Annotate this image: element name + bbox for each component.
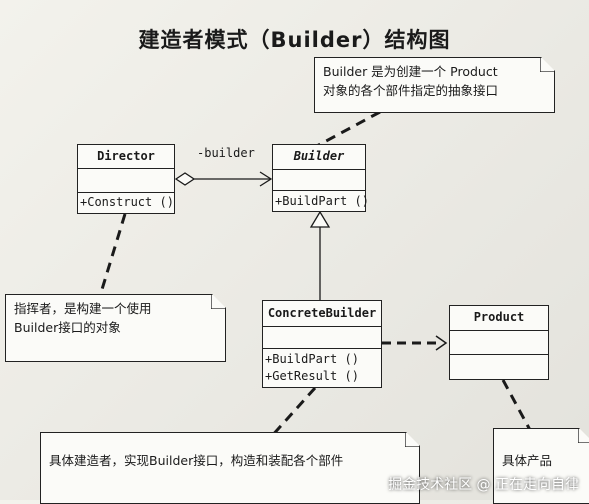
director-attributes (78, 169, 174, 193)
product-class-name: Product (450, 306, 548, 331)
builder-attributes (273, 170, 365, 191)
builder-note-anchor (314, 110, 381, 149)
product-class: Product (449, 305, 549, 380)
product-attributes (450, 331, 548, 355)
director-note-line1: 指挥者，是构建一个使用 (14, 301, 152, 316)
product-note-anchor (501, 379, 532, 431)
builder-note-line2: 对象的各个部件指定的抽象接口 (323, 83, 499, 98)
concrete-builder-class: ConcreteBuilder +BuildPart () +GetResult… (262, 300, 382, 388)
concrete-note-anchor (268, 386, 317, 440)
builder-note-line1: Builder 是为创建一个 Product (323, 64, 498, 79)
concrete-builder-note: 具体建造者，实现Builder接口，构造和装配各个部件 (40, 432, 420, 504)
generalization-triangle-icon (309, 210, 331, 228)
concrete-builder-op-getresult: +GetResult () (265, 369, 359, 383)
director-note-anchor (98, 213, 127, 297)
director-class-name: Director (78, 145, 174, 169)
concrete-builder-attributes (263, 327, 381, 349)
concrete-builder-op-buildpart: +BuildPart () (265, 352, 359, 366)
director-class: Director +Construct () (77, 144, 175, 214)
dependency-arrowhead-icon (435, 335, 448, 351)
aggregation-diamond-icon (174, 172, 196, 186)
builder-class: Builder +BuildPart () (272, 144, 369, 212)
builder-note: Builder 是为创建一个 Product 对象的各个部件指定的抽象接口 (314, 57, 555, 113)
director-op-construct: +Construct () (80, 195, 174, 209)
product-note-line1: 具体产品 (502, 453, 553, 468)
association-arrowhead-icon (259, 171, 273, 187)
builder-op-buildpart: +BuildPart () (275, 194, 369, 208)
builder-class-name: Builder (273, 145, 365, 170)
director-note: 指挥者，是构建一个使用 Builder接口的对象 (5, 294, 226, 362)
diagram-title: 建造者模式（Builder）结构图 (138, 28, 451, 52)
association-label: -builder (197, 146, 255, 160)
concrete-builder-note-line1: 具体建造者，实现Builder接口，构造和装配各个部件 (49, 453, 344, 468)
concrete-builder-class-name: ConcreteBuilder (263, 301, 381, 327)
director-note-line2: Builder接口的对象 (14, 320, 121, 335)
watermark: 掘金技术社区 @ 正在走向自律 (388, 477, 579, 493)
